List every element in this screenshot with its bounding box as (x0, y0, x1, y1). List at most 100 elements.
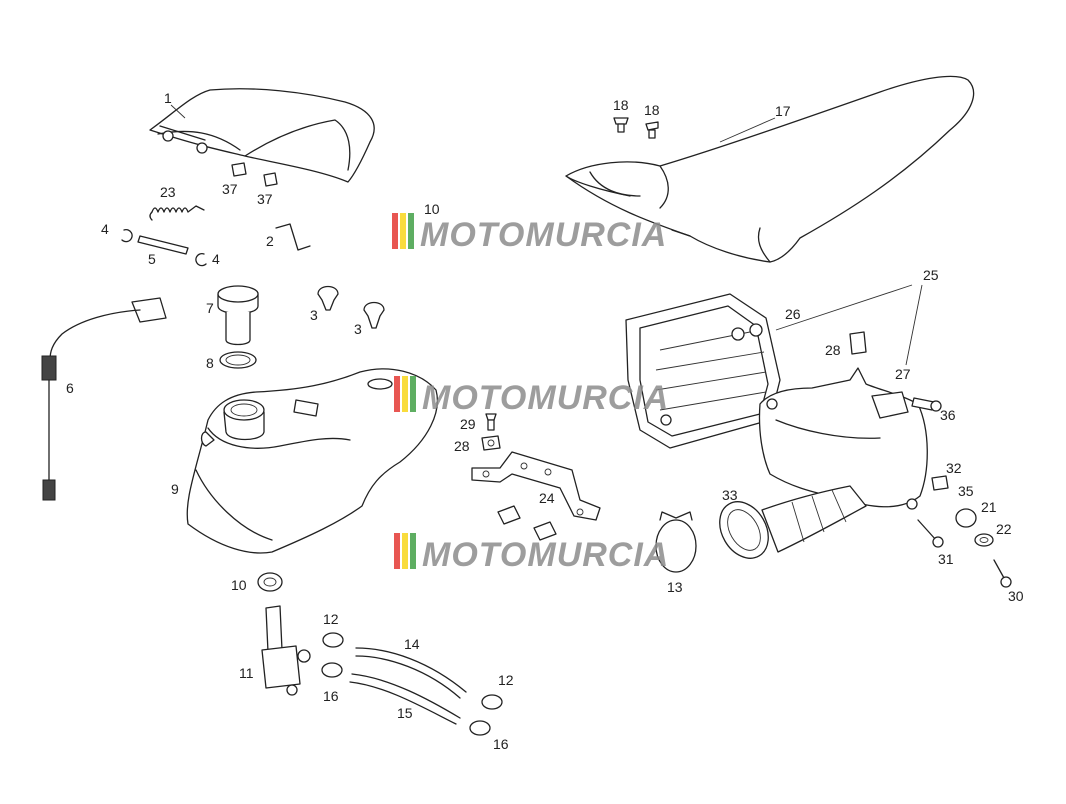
callout-12b: 12 (498, 672, 514, 688)
leader-1 (170, 104, 186, 119)
callout-16b: 16 (493, 736, 509, 752)
part-clip-37a (231, 162, 247, 177)
callout-1: 1 (164, 90, 172, 106)
callout-6: 6 (66, 380, 74, 396)
callout-22: 22 (996, 521, 1012, 537)
leader-17 (719, 117, 776, 143)
part-nut-28a (481, 435, 501, 451)
part-intake-boot (719, 485, 867, 559)
callout-21: 21 (981, 499, 997, 515)
watermark-stripe-red (394, 376, 400, 412)
watermark-stripe-red (392, 213, 398, 249)
callout-31: 31 (938, 551, 954, 567)
part-oring (219, 351, 257, 369)
callout-28a: 28 (454, 438, 470, 454)
part-bolt-18a (613, 117, 629, 133)
callout-15: 15 (397, 705, 413, 721)
callout-18a: 18 (613, 97, 629, 113)
part-bolt-36 (911, 397, 942, 412)
part-hose-clamp (655, 511, 697, 573)
watermark-text: MOTOMURCIA (422, 379, 669, 417)
callout-28b: 28 (825, 342, 841, 358)
part-fuel-sender (41, 297, 167, 501)
callout-17: 17 (775, 103, 791, 119)
part-clip-32 (931, 475, 949, 491)
part-seat (565, 75, 975, 263)
part-airbox (758, 367, 928, 510)
callout-10b: 10 (231, 577, 247, 593)
callout-10a: 10 (424, 201, 440, 217)
callout-9: 9 (171, 481, 179, 497)
callout-16a: 16 (323, 688, 339, 704)
part-hose-clip-12b (481, 694, 503, 710)
callout-37b: 37 (257, 191, 273, 207)
callout-4a: 4 (101, 221, 109, 237)
part-screw-29 (485, 413, 497, 431)
leader-25-27 (905, 284, 923, 366)
part-spring (149, 205, 205, 221)
callout-35: 35 (958, 483, 974, 499)
callout-13: 13 (667, 579, 683, 595)
part-hose-15 (349, 673, 461, 725)
leader-25-26 (775, 284, 913, 331)
part-hose-14 (355, 647, 467, 699)
callout-labels: 1 2 3 3 4 4 5 6 7 8 9 10 10 11 12 12 13 … (66, 90, 1024, 752)
part-fuel-tank (186, 368, 438, 554)
part-clip-nut-a (497, 505, 521, 525)
callout-4b: 4 (212, 251, 220, 267)
watermark-stripe-green (410, 376, 416, 412)
callout-3a: 3 (310, 307, 318, 323)
callout-3b: 3 (354, 321, 362, 337)
callout-32: 32 (946, 460, 962, 476)
callout-18b: 18 (644, 102, 660, 118)
part-bolt-18b (645, 121, 659, 139)
callout-25: 25 (923, 267, 939, 283)
callout-37a: 37 (222, 181, 238, 197)
watermark-stripe-red (394, 533, 400, 569)
part-washer-22 (974, 533, 994, 547)
callout-27: 27 (895, 366, 911, 382)
part-fuel-tap (261, 605, 311, 696)
watermark-stripe-yellow (402, 376, 408, 412)
watermark-bottom: MOTOMURCIA (394, 533, 669, 574)
part-pin (137, 235, 189, 255)
watermark-text: MOTOMURCIA (420, 216, 667, 254)
watermark-stripe-yellow (402, 533, 408, 569)
part-bracket-2 (275, 223, 311, 251)
callout-23: 23 (160, 184, 176, 200)
part-clip-nut-b (533, 521, 557, 541)
part-clip-37b (263, 172, 278, 187)
part-grommet-3b (363, 301, 385, 329)
part-tank-bracket (471, 451, 601, 521)
callout-14: 14 (404, 636, 420, 652)
part-hose-clip-16a (321, 662, 343, 678)
part-clip-28b (849, 331, 867, 355)
part-screw-31 (917, 519, 944, 548)
watermark-stripe-green (408, 213, 414, 249)
callout-29: 29 (460, 416, 476, 432)
callout-2: 2 (266, 233, 274, 249)
callout-33: 33 (722, 487, 738, 503)
part-air-filter (625, 293, 781, 449)
callout-24: 24 (539, 490, 555, 506)
part-filler-cap (217, 285, 259, 346)
part-eclip-4b (195, 252, 207, 267)
callout-5: 5 (148, 251, 156, 267)
watermark-middle: MOTOMURCIA (394, 376, 669, 417)
part-eclip-4a (121, 228, 133, 243)
part-grommet-21 (955, 508, 977, 528)
part-hose-clip-12a (322, 632, 344, 648)
part-hose-clip-16b (469, 720, 491, 736)
callout-8: 8 (206, 355, 214, 371)
part-bolt-30 (993, 559, 1012, 588)
callout-12a: 12 (323, 611, 339, 627)
part-clamp-10 (257, 572, 283, 592)
watermark-stripe-yellow (400, 213, 406, 249)
watermark-stripe-green (410, 533, 416, 569)
callout-26: 26 (785, 306, 801, 322)
watermark-top: MOTOMURCIA (392, 213, 667, 254)
part-side-cover (149, 88, 375, 183)
watermark-text: MOTOMURCIA (422, 536, 669, 574)
